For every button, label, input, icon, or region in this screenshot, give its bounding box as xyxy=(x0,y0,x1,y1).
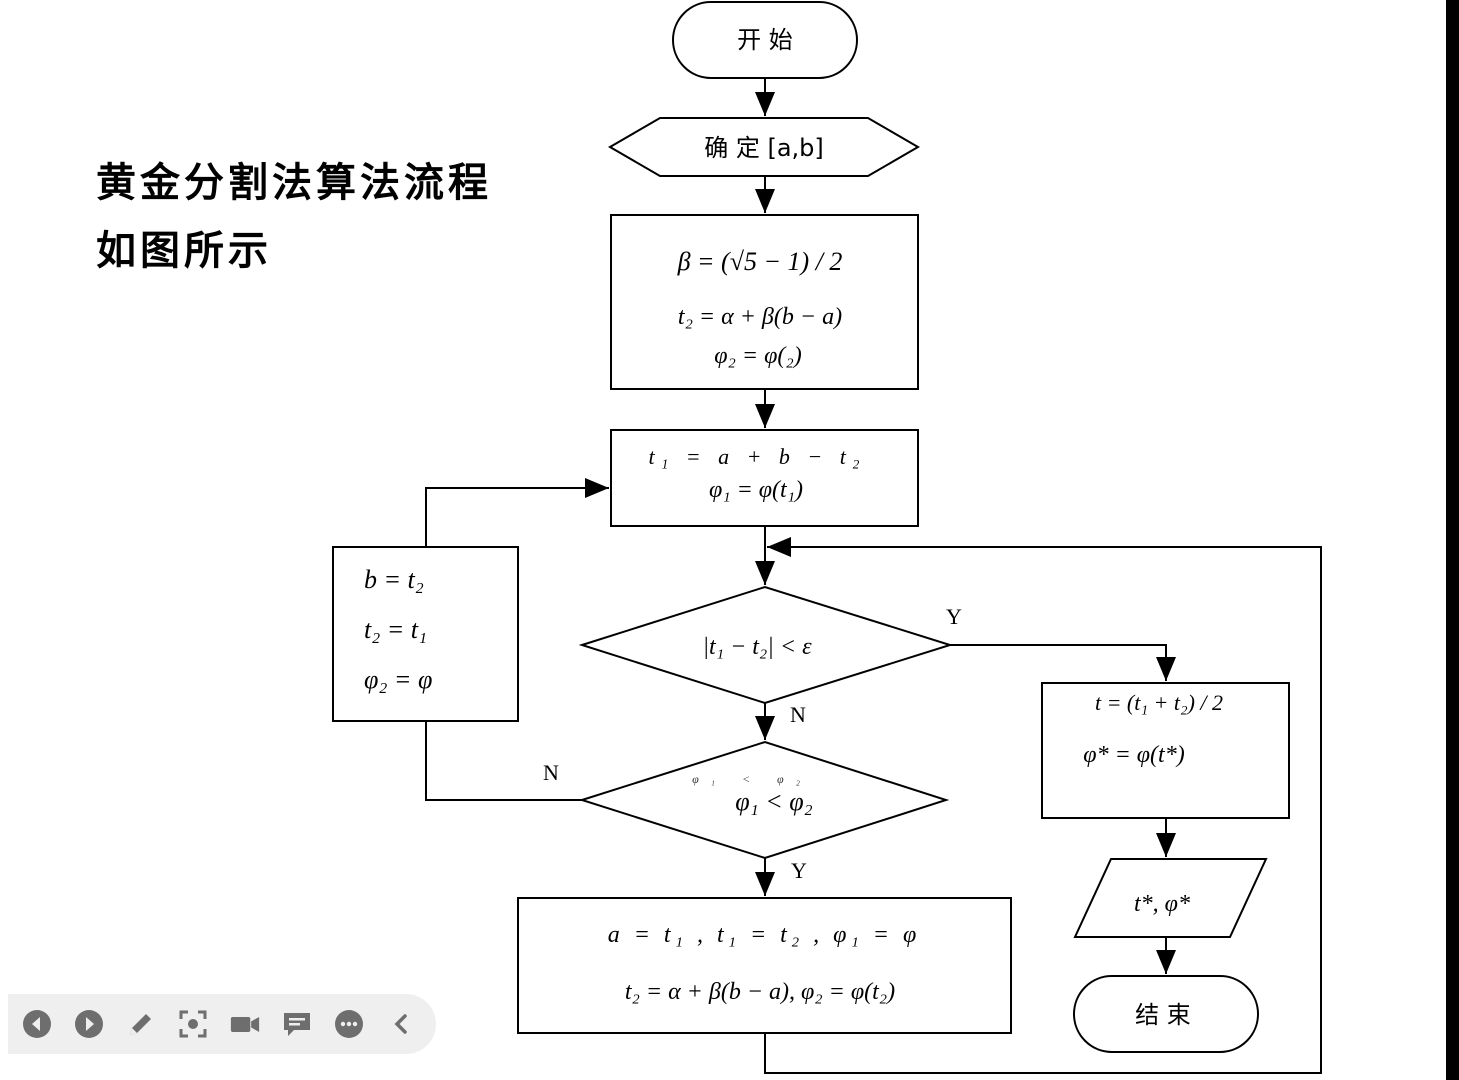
decision-compare-shape xyxy=(578,740,950,860)
right-edge-bar xyxy=(1446,0,1459,1080)
output-label: t*, φ* xyxy=(1134,891,1190,917)
screenshot-icon[interactable] xyxy=(178,1009,208,1039)
output-shape xyxy=(1073,858,1268,938)
decision-compare-faint: φ₁ < φ₂ xyxy=(692,772,812,786)
update-left-line-1: b = t₂ xyxy=(364,565,424,594)
label-yes-compare: Y xyxy=(791,858,807,883)
update-left-line-3: φ₂ = φ xyxy=(364,665,432,694)
update-bottom-line-1: a = t₁ , t₁ = t₂ , φ₁ = φ xyxy=(608,922,921,948)
update-left-line-2: t₂ = t₁ xyxy=(364,615,427,644)
compute-t1-line-2: φ₁ = φ(t₁) xyxy=(709,477,803,503)
collapse-icon[interactable] xyxy=(386,1009,416,1039)
arrow-left-loop xyxy=(425,478,609,547)
comment-icon[interactable] xyxy=(282,1009,312,1039)
decision-converge-label: |t₁ − t₂| < ε xyxy=(702,634,812,660)
arrow-compare-no xyxy=(425,721,582,801)
result-line-1: t = (t₁ + t₂) / 2 xyxy=(1095,690,1223,715)
label-yes-converge: Y xyxy=(946,604,962,629)
title-line-2: 如图所示 xyxy=(96,228,272,274)
pen-icon[interactable] xyxy=(126,1009,156,1039)
compute-t1-line-1: t₁ = a + b − t₂ xyxy=(648,444,865,469)
result-line-2: φ* = φ(t*) xyxy=(1083,742,1184,768)
init-line-1: β = (√5 − 1) / 2 xyxy=(677,247,843,276)
define-interval-label: 确 定 [a,b] xyxy=(704,134,824,162)
next-icon[interactable] xyxy=(74,1009,104,1039)
define-interval-shape xyxy=(608,117,920,177)
update-bottom-line-2: t₂ = α + β(b − a), φ₂ = φ(t₂) xyxy=(625,979,895,1005)
label-no-compare: N xyxy=(543,760,559,785)
end-label: 结 束 xyxy=(1135,1001,1191,1029)
arrow-converge-yes xyxy=(950,644,1176,681)
previous-icon[interactable] xyxy=(22,1009,52,1039)
end-terminal xyxy=(1073,975,1259,1053)
label-no-converge: N xyxy=(790,702,806,727)
video-icon[interactable] xyxy=(230,1009,260,1039)
init-line-3: φ₂ = φ(₂) xyxy=(714,343,801,369)
more-icon[interactable] xyxy=(334,1009,364,1039)
presentation-toolbar xyxy=(8,994,436,1054)
decision-compare-label: φ₁ < φ₂ xyxy=(735,787,812,816)
arrow-bottom-loop xyxy=(764,537,1322,1074)
update-bottom-block xyxy=(517,897,1012,1034)
init-line-2: t₂ = α + β(b − a) xyxy=(678,304,842,330)
title-line-1: 黄金分割法算法流程 xyxy=(96,160,492,206)
start-label: 开 始 xyxy=(737,26,793,54)
